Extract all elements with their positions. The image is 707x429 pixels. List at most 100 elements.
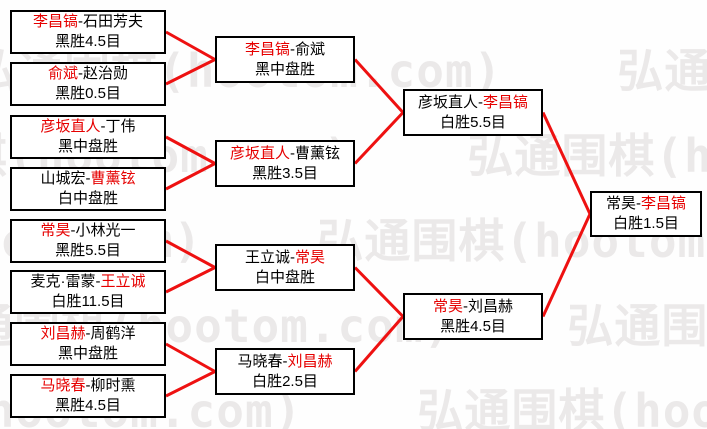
- watermark-text: 弘通围棋(hootom.com): [467, 129, 707, 183]
- player-name: 李昌镐: [641, 195, 687, 212]
- connector-line: [353, 58, 405, 165]
- separator: -: [282, 352, 288, 370]
- connector-line: [165, 342, 216, 398]
- player-name: 刘昌赫: [287, 352, 333, 370]
- player-name: 李昌镐: [32, 13, 78, 30]
- separator: -: [78, 65, 83, 82]
- separator: -: [85, 377, 91, 394]
- match-result: 黑胜4.5目: [55, 33, 121, 50]
- watermark-text: 弘通围棋(hootom.com): [617, 44, 707, 98]
- match-box-r1-3: 彦坂直人-丁伟 黑中盘胜: [10, 115, 166, 159]
- player-name: 马晓春: [237, 352, 283, 370]
- player-name: 赵治勋: [83, 65, 129, 82]
- separator: -: [636, 195, 641, 212]
- player-name: 王立诚: [100, 273, 146, 290]
- match-players: 常昊-刘昌赫: [433, 297, 513, 317]
- match-players: 刘昌赫-周鹤洋: [40, 324, 135, 344]
- match-players: 彦坂直人-李昌镐: [418, 93, 528, 113]
- match-players: 常昊-小林光一: [40, 221, 135, 241]
- connector-line: [541, 111, 592, 318]
- separator: -: [290, 144, 295, 162]
- match-box-final: 常昊-李昌镐 白胜1.5目: [590, 191, 702, 237]
- player-name: 常昊: [295, 248, 326, 266]
- player-name: 刘昌赫: [468, 297, 514, 315]
- player-name: 山城宏: [40, 170, 86, 187]
- match-box-r1-1: 李昌镐-石田芳夫 黑胜4.5目: [10, 10, 166, 54]
- player-name: 周鹤洋: [90, 325, 136, 342]
- match-result: 白胜1.5目: [613, 215, 679, 232]
- player-name: 俞斌: [295, 40, 326, 58]
- match-result: 黑胜0.5目: [55, 85, 121, 102]
- separator: -: [78, 13, 83, 30]
- player-name: 丁伟: [105, 118, 136, 135]
- match-players: 彦坂直人-曹薰铉: [230, 144, 340, 164]
- match-players: 常昊-李昌镐: [606, 194, 686, 214]
- player-name: 王立诚: [244, 248, 290, 266]
- match-players: 俞斌-赵治勋: [48, 64, 128, 84]
- match-box-sf-1: 彦坂直人-李昌镐 白胜5.5目: [403, 89, 543, 136]
- separator: -: [85, 325, 91, 342]
- match-players: 李昌镐-石田芳夫: [33, 12, 143, 32]
- connector-line: [353, 266, 405, 373]
- match-result: 黑胜4.5目: [55, 397, 121, 414]
- separator: -: [290, 248, 295, 266]
- watermark-text: 弘通围棋(hootom.com): [567, 299, 707, 353]
- separator: -: [70, 222, 76, 239]
- match-result: 黑中盘胜: [57, 138, 118, 155]
- match-players: 马晓春-柳时熏: [40, 376, 135, 396]
- match-players: 李昌镐-俞斌: [245, 40, 325, 60]
- match-box-r1-6: 麦克·雷蒙-王立诚 白胜11.5目: [10, 270, 166, 314]
- player-name: 彦坂直人: [229, 144, 290, 162]
- match-box-r2-4: 马晓春-刘昌赫 白胜2.5目: [215, 348, 355, 395]
- separator: -: [478, 93, 483, 111]
- match-result: 白中盘胜: [57, 190, 118, 207]
- connector-line: [165, 30, 216, 86]
- player-name: 常昊: [605, 195, 636, 212]
- watermark-text: 弘通围棋(hootom.com): [417, 384, 707, 429]
- player-name: 曹薰铉: [295, 144, 341, 162]
- player-name: 刘昌赫: [40, 325, 86, 342]
- player-name: 俞斌: [47, 65, 78, 82]
- player-name: 常昊: [40, 222, 71, 239]
- match-box-r2-1: 李昌镐-俞斌 黑中盘胜: [215, 36, 355, 83]
- match-players: 马晓春-刘昌赫: [237, 352, 332, 372]
- player-name: 曹薰铉: [90, 170, 136, 187]
- match-box-sf-2: 常昊-刘昌赫 黑胜4.5目: [403, 293, 543, 340]
- player-name: 常昊: [432, 297, 463, 315]
- connector-group: [165, 30, 592, 398]
- separator: -: [290, 40, 295, 58]
- separator: -: [85, 170, 91, 187]
- connector-line: [165, 239, 216, 294]
- match-box-r1-4: 山城宏-曹薰铉 白中盘胜: [10, 167, 166, 211]
- match-result: 白胜11.5目: [51, 293, 125, 310]
- match-players: 彦坂直人-丁伟: [40, 117, 135, 137]
- connector-line: [165, 135, 216, 191]
- separator: -: [463, 297, 468, 315]
- player-name: 麦克·雷蒙: [30, 273, 96, 290]
- match-result: 黑胜5.5目: [55, 242, 121, 259]
- match-box-r1-7: 刘昌赫-周鹤洋 黑中盘胜: [10, 322, 166, 366]
- match-result: 白胜5.5目: [440, 113, 506, 131]
- player-name: 李昌镐: [483, 93, 529, 111]
- match-box-r1-5: 常昊-小林光一 黑胜5.5目: [10, 219, 166, 263]
- match-players: 山城宏-曹薰铉: [40, 169, 135, 189]
- match-box-r1-2: 俞斌-赵治勋 黑胜0.5目: [10, 62, 166, 106]
- match-result: 白中盘胜: [254, 268, 315, 286]
- player-name: 李昌镐: [244, 40, 290, 58]
- match-players: 王立诚-常昊: [245, 248, 325, 268]
- match-result: 黑中盘胜: [254, 60, 315, 78]
- match-box-r1-8: 马晓春-柳时熏 黑胜4.5目: [10, 374, 166, 418]
- match-result: 黑胜3.5目: [252, 164, 318, 182]
- match-result: 黑胜4.5目: [440, 317, 506, 335]
- player-name: 马晓春: [40, 377, 86, 394]
- match-result: 黑中盘胜: [57, 345, 118, 362]
- player-name: 彦坂直人: [417, 93, 478, 111]
- player-name: 石田芳夫: [83, 13, 144, 30]
- match-result: 白胜2.5目: [252, 372, 318, 390]
- player-name: 小林光一: [75, 222, 136, 239]
- player-name: 彦坂直人: [40, 118, 101, 135]
- player-name: 柳时熏: [90, 377, 136, 394]
- separator: -: [100, 118, 106, 135]
